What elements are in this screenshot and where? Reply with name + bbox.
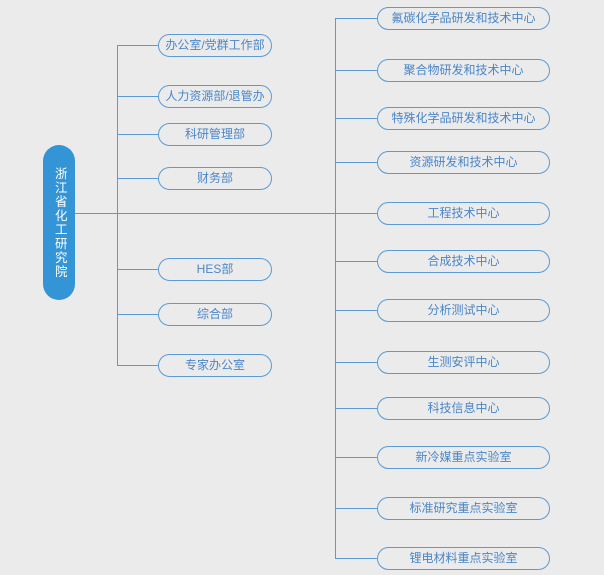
node-label: 聚合物研发和技术中心 (403, 63, 524, 77)
node-label: 标准研究重点实验室 (409, 501, 518, 515)
node-label: 锂电材料重点实验室 (409, 551, 518, 565)
admin-trunk-line (117, 45, 118, 365)
center-branch-line-4 (335, 162, 377, 163)
node-label: HES部 (196, 262, 234, 276)
center-node-6[interactable]: 合成技术中心 (377, 250, 550, 273)
node-label: 氟碳化学品研发和技术中心 (391, 11, 536, 25)
center-node-12[interactable]: 锂电材料重点实验室 (377, 547, 550, 570)
center-node-9[interactable]: 科技信息中心 (377, 397, 550, 420)
admin-node-3[interactable]: 科研管理部 (158, 123, 272, 146)
center-branch-line-3 (335, 118, 377, 119)
center-node-4[interactable]: 资源研发和技术中心 (377, 151, 550, 174)
admin-node-4[interactable]: 财务部 (158, 167, 272, 190)
center-branch-line-8 (335, 362, 377, 363)
center-node-7[interactable]: 分析测试中心 (377, 299, 550, 322)
node-label: 新冷媒重点实验室 (415, 450, 512, 464)
admin-node-2[interactable]: 人力资源部/退管办 (158, 85, 272, 108)
admin-node-1[interactable]: 办公室/党群工作部 (158, 34, 272, 57)
center-branch-line-5 (335, 213, 377, 214)
center-branch-line-11 (335, 508, 377, 509)
center-branch-line-7 (335, 310, 377, 311)
admin-branch-line-2 (117, 96, 158, 97)
admin-branch-line-3 (117, 134, 158, 135)
node-label: 综合部 (196, 307, 233, 321)
node-label: 工程技术中心 (427, 206, 500, 220)
node-label: 生测安评中心 (427, 355, 500, 369)
admin-branch-line-6 (117, 314, 158, 315)
admin-node-7[interactable]: 专家办公室 (158, 354, 272, 377)
center-branch-line-2 (335, 70, 377, 71)
node-label: 办公室/党群工作部 (165, 38, 265, 52)
center-branch-line-12 (335, 558, 377, 559)
center-node-2[interactable]: 聚合物研发和技术中心 (377, 59, 550, 82)
admin-branch-line-4 (117, 178, 158, 179)
admin-branch-line-5 (117, 269, 158, 270)
center-node-8[interactable]: 生测安评中心 (377, 351, 550, 374)
center-trunk-line (335, 18, 336, 558)
node-label: 人力资源部/退管办 (165, 89, 265, 103)
center-node-10[interactable]: 新冷媒重点实验室 (377, 446, 550, 469)
center-node-5[interactable]: 工程技术中心 (377, 202, 550, 225)
node-label: 财务部 (196, 171, 233, 185)
center-branch-line-6 (335, 261, 377, 262)
center-branch-line-10 (335, 457, 377, 458)
admin-branch-line-1 (117, 45, 158, 46)
node-label: 合成技术中心 (427, 254, 500, 268)
node-label: 特殊化学品研发和技术中心 (391, 111, 536, 125)
root-node-institute[interactable]: 浙江省化工研究院 (43, 145, 75, 300)
center-node-1[interactable]: 氟碳化学品研发和技术中心 (377, 7, 550, 30)
node-label: 专家办公室 (184, 358, 245, 372)
admin-node-6[interactable]: 综合部 (158, 303, 272, 326)
node-label: 科技信息中心 (427, 401, 500, 415)
node-label: 科研管理部 (184, 127, 245, 141)
center-branch-line-9 (335, 408, 377, 409)
center-branch-line-1 (335, 18, 377, 19)
root-spine-line (75, 213, 335, 214)
center-node-11[interactable]: 标准研究重点实验室 (377, 497, 550, 520)
admin-node-5[interactable]: HES部 (158, 258, 272, 281)
center-node-3[interactable]: 特殊化学品研发和技术中心 (377, 107, 550, 130)
node-label: 资源研发和技术中心 (409, 155, 518, 169)
admin-branch-line-7 (117, 365, 158, 366)
root-node-label: 浙江省化工研究院 (52, 166, 67, 279)
node-label: 分析测试中心 (427, 303, 500, 317)
